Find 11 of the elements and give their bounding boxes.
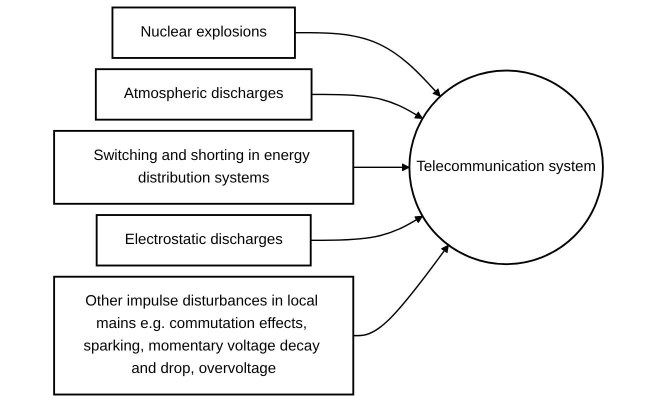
node-box: Switching and shorting in energy distribution systems (54, 130, 355, 205)
node-box: Electrostatic discharges (96, 214, 312, 266)
node-circle: Telecommunication system (408, 70, 604, 266)
arrow (312, 94, 424, 119)
node-box: Atmospheric discharges (95, 68, 313, 121)
arrow (295, 32, 442, 97)
arrow (354, 244, 450, 336)
node-box: Nuclear explosions (112, 6, 296, 59)
arrow (354, 163, 410, 172)
node-box: Other impulse disturbances in local mains e.g. commutation effects, sparking, momentary voltage decay and drop, overvoltage (54, 276, 355, 396)
arrow (311, 216, 424, 241)
